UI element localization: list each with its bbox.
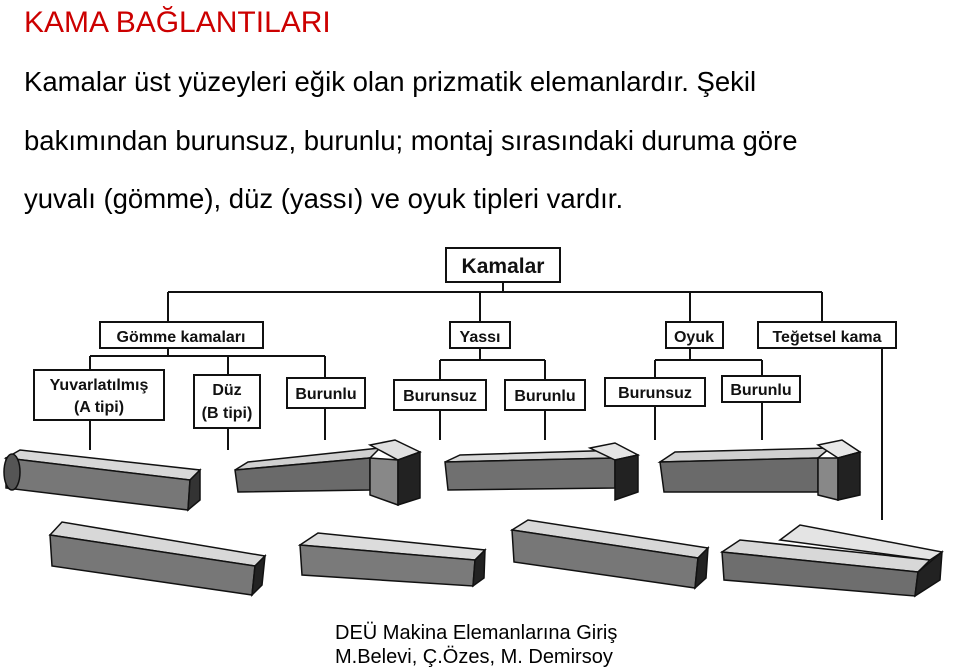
label-yuvarlatilmis-2: (A tipi) bbox=[74, 399, 124, 416]
label-burunlu-3: Burunlu bbox=[730, 382, 791, 399]
body-text-line-2: bakımından burunsuz, burunlu; montaj sır… bbox=[24, 125, 798, 156]
box-yuvarlatilmis bbox=[33, 369, 165, 421]
footer-course: DEÜ Makina Elemanlarına Giriş bbox=[335, 622, 618, 644]
label-burunsuz-1: Burunsuz bbox=[403, 388, 477, 405]
body-text-line-1: Kamalar üst yüzeyleri eğik olan prizmati… bbox=[24, 66, 757, 97]
slide-title: KAMA BAĞLANTILARI bbox=[24, 6, 331, 39]
label-burunlu-1: Burunlu bbox=[295, 386, 356, 403]
box-burunlu-1 bbox=[286, 377, 366, 409]
label-oyuk: Oyuk bbox=[674, 329, 714, 346]
label-burunlu-2: Burunlu bbox=[514, 388, 575, 405]
tree-connectors bbox=[89, 282, 883, 520]
label-duz-1: Düz bbox=[212, 382, 241, 399]
box-gomme bbox=[99, 321, 264, 349]
label-gomme: Gömme kamaları bbox=[117, 329, 246, 346]
box-duz bbox=[193, 374, 261, 429]
box-oyuk bbox=[665, 321, 724, 349]
label-burunsuz-2: Burunsuz bbox=[618, 385, 692, 402]
body-text-line-3: yuvalı (gömme), düz (yassı) ve oyuk tipl… bbox=[24, 183, 624, 214]
key-flat-2 bbox=[297, 532, 487, 588]
box-root bbox=[445, 247, 561, 283]
key-flat-b-type bbox=[48, 521, 267, 598]
box-burunlu-2 bbox=[504, 379, 586, 411]
key-hollow-gib bbox=[657, 439, 862, 501]
box-burunsuz-1 bbox=[393, 379, 487, 411]
key-flat-plain bbox=[444, 442, 641, 502]
key-flat-3 bbox=[509, 519, 710, 590]
label-duz-2: (B tipi) bbox=[202, 405, 253, 422]
box-yassi bbox=[449, 321, 511, 349]
label-tegetsel: Teğetsel kama bbox=[772, 329, 881, 346]
key-rounded-a-type bbox=[3, 449, 202, 512]
label-root: Kamalar bbox=[462, 255, 545, 278]
label-yassi: Yassı bbox=[460, 329, 501, 346]
box-tegetsel bbox=[757, 321, 897, 349]
key-tangential bbox=[719, 524, 944, 598]
footer-authors: M.Belevi, Ç.Özes, M. Demirsoy bbox=[335, 646, 613, 668]
label-yuvarlatilmis-1: Yuvarlatılmış bbox=[50, 377, 149, 394]
box-burunsuz-2 bbox=[604, 377, 706, 407]
key-gib-head-1 bbox=[234, 439, 422, 507]
box-burunlu-3 bbox=[721, 375, 801, 403]
